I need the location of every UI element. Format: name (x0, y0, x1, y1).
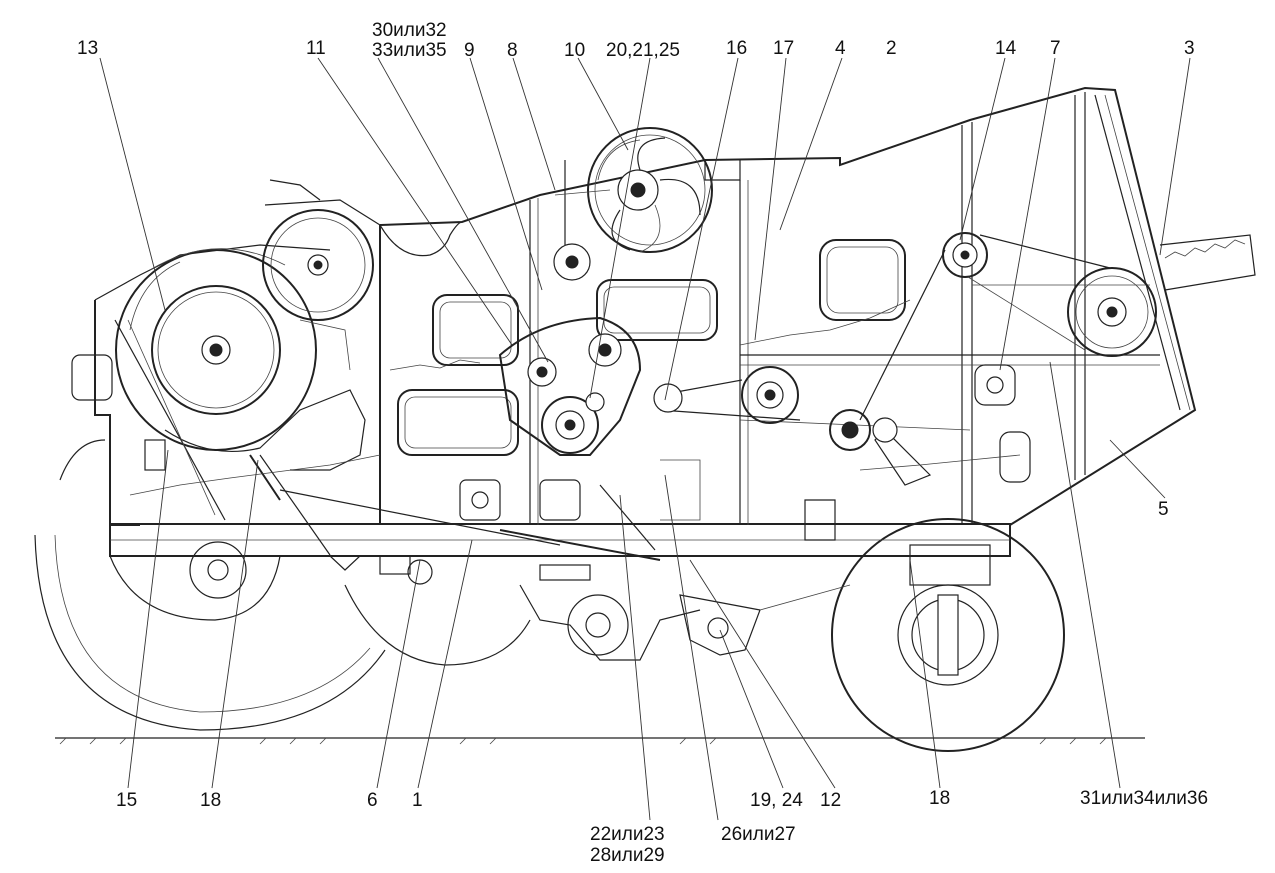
callout-15: 15 (116, 790, 137, 811)
callout-6: 6 (367, 790, 378, 811)
central-mechanism (498, 127, 713, 456)
callout-17: 17 (773, 38, 794, 59)
main-frame (109, 86, 1197, 557)
callout-13: 13 (77, 38, 98, 59)
callout-14: 14 (995, 38, 1017, 59)
callout-22-23: 22или23 (590, 824, 665, 845)
callouts-top: 13 11 30или32 33или35 9 8 10 20,21,25 16… (77, 20, 1195, 61)
links (114, 319, 836, 581)
callout-3: 3 (1184, 38, 1195, 59)
callout-11: 11 (306, 38, 326, 59)
callout-33-35: 33или35 (372, 40, 447, 61)
callout-26-27: 26или27 (721, 824, 796, 845)
callout-5: 5 (1158, 499, 1169, 520)
callout-9: 9 (464, 40, 475, 61)
callout-7: 7 (1050, 38, 1061, 59)
leader-lines (99, 57, 1191, 821)
ground-line (55, 737, 1145, 745)
callout-10: 10 (564, 40, 585, 61)
callout-28-29: 28или29 (590, 845, 665, 866)
callout-18-left: 18 (200, 790, 221, 811)
callouts-bottom: 15 18 6 1 22или23 28или29 26или27 19, 24… (116, 499, 1208, 866)
callout-8: 8 (507, 40, 518, 61)
callout-16: 16 (726, 38, 747, 59)
callout-20-21-25: 20,21,25 (606, 40, 680, 61)
callout-2: 2 (886, 38, 897, 59)
hatches (397, 239, 1031, 483)
front-drum (59, 179, 381, 526)
rear-wheel (831, 518, 1065, 752)
pickup-arcs (34, 534, 531, 731)
lower-guards (189, 541, 851, 661)
callout-19-24: 19, 24 (750, 790, 803, 811)
callout-18-right: 18 (929, 788, 950, 809)
belt-drive (653, 232, 1157, 486)
callout-30-32: 30или32 (372, 20, 447, 41)
callout-1: 1 (412, 790, 423, 811)
rear-chute (1159, 234, 1256, 291)
callout-4: 4 (835, 38, 846, 59)
callout-12: 12 (820, 790, 841, 811)
callout-31-34-36: 31или34или36 (1080, 788, 1208, 809)
